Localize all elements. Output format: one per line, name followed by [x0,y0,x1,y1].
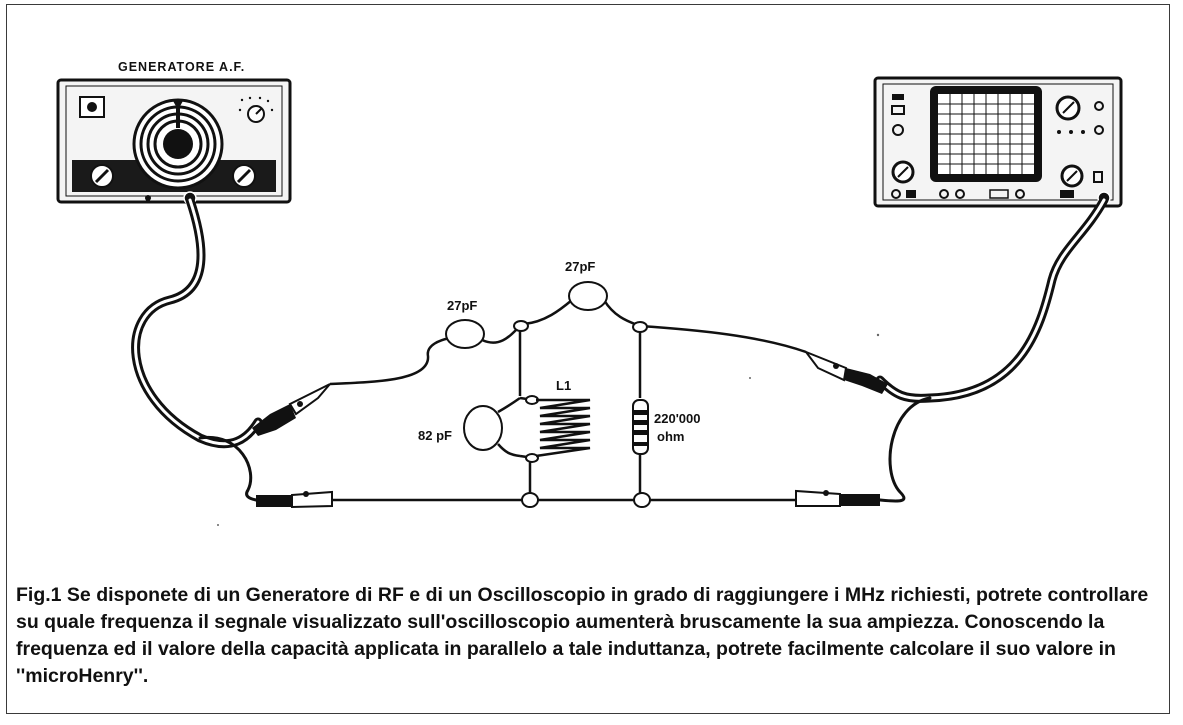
circuit-diagram: GENERATORE A.F. [56,60,1123,526]
c2-label: 27pF [565,259,595,274]
clip-oscilloscope-top-icon [803,349,888,394]
capacitor-c3: 82 pF [418,405,503,451]
tuning-dial-icon [132,98,224,190]
capacitor-c2: 27pF [565,259,608,311]
junctions [513,320,651,508]
right-knob-icon [232,164,256,188]
left-knob-icon [90,164,114,188]
l1-label: L1 [556,378,571,393]
socket-icon [79,96,105,118]
trigger-knob-icon [1060,164,1084,188]
c1-label: 27pF [447,298,477,313]
rf-generator: GENERATORE A.F. [56,60,292,205]
clip-generator-bottom-icon [256,490,333,509]
figure-caption: Fig.1 Se disponete di un Generatore di R… [16,584,1149,687]
resistor-220k: 220'000 ohm [632,399,700,455]
oscilloscope-screen [938,94,1034,174]
clip-oscilloscope-bottom-icon [795,489,880,507]
timebase-knob-icon [1055,95,1081,121]
generator-label: GENERATORE A.F. [118,60,245,74]
resistor-unit-label: ohm [657,429,684,444]
generator-cable [131,195,292,503]
capacitor-c1: 27pF [445,298,485,349]
c3-label: 82 pF [418,428,452,443]
inductor-l1: L1 [535,378,591,458]
oscilloscope-cable [875,195,1109,503]
clip-generator-top-icon [252,383,331,436]
vertical-knob-icon [891,160,915,184]
resistor-value-label: 220'000 [654,411,700,426]
oscilloscope [873,76,1123,208]
range-selector-icon [238,96,274,123]
